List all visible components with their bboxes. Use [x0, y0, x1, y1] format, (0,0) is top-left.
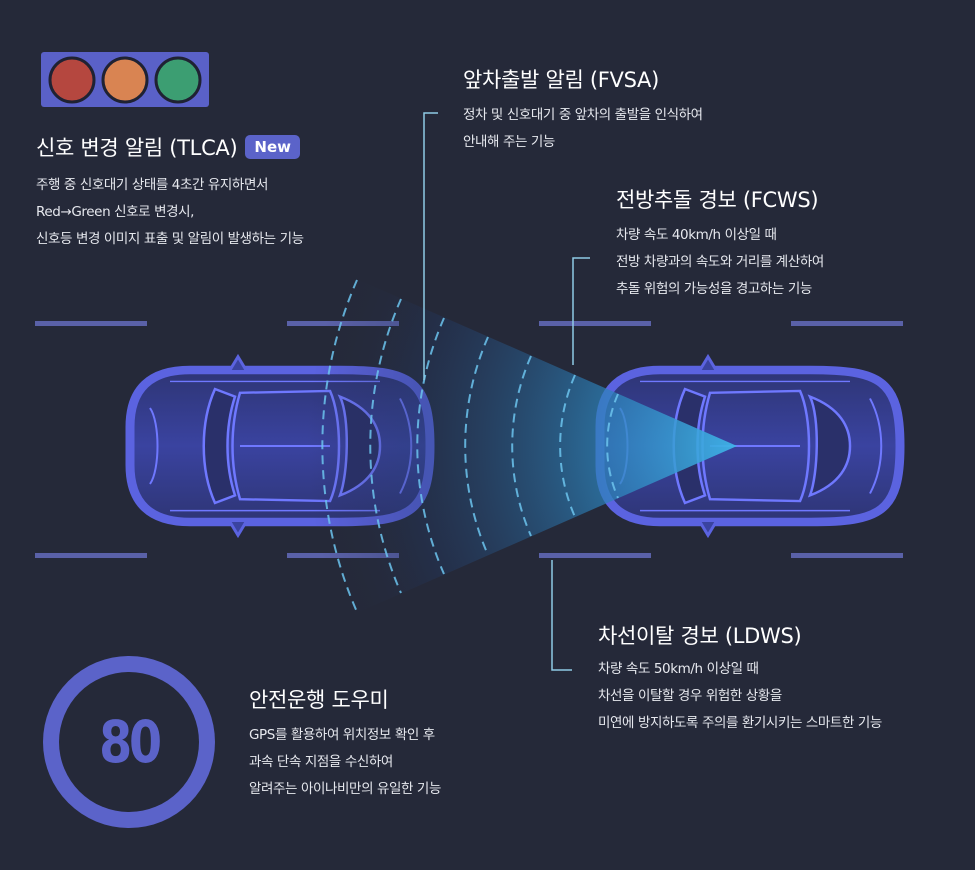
safe-driving-title: 안전운행 도우미 [249, 688, 389, 712]
tlca-title-text: 신호 변경 알림 (TLCA) [36, 136, 238, 160]
safe-driving-description: GPS를 활용하여 위치정보 확인 후 과속 단속 지점을 수신하여 알려주는 … [249, 722, 441, 803]
fvsa-section: 앞차출발 알림 (FVSA) 정차 및 신호대기 중 앞차의 출발을 인식하여 … [463, 64, 703, 156]
traffic-light-icon [41, 52, 209, 107]
safe-line-1: GPS를 활용하여 위치정보 확인 후 [249, 727, 435, 743]
ldws-line-3: 미연에 방지하도록 주의를 환기시키는 스마트한 기능 [598, 715, 882, 731]
sensor-waves [321, 279, 619, 613]
speed-limit-icon [43, 656, 215, 828]
fvsa-description: 정차 및 신호대기 중 앞차의 출발을 인식하여 안내해 주는 기능 [463, 102, 703, 156]
fcws-line-2: 전방 차량과의 속도와 거리를 계산하여 [616, 254, 824, 270]
fcws-section: 전방추돌 경보 (FCWS) 차량 속도 40km/h 이상일 때 전방 차량과… [616, 184, 824, 303]
new-badge: New [245, 135, 300, 159]
callout-lines [423, 112, 590, 671]
fvsa-title: 앞차출발 알림 (FVSA) [463, 68, 659, 92]
ldws-title: 차선이탈 경보 (LDWS) [598, 624, 802, 648]
safe-driving-section: 안전운행 도우미 GPS를 활용하여 위치정보 확인 후 과속 단속 지점을 수… [249, 684, 441, 803]
ldws-line-1: 차량 속도 50km/h 이상일 때 [598, 661, 759, 677]
fvsa-line-1: 정차 및 신호대기 중 앞차의 출발을 인식하여 [463, 107, 703, 123]
fcws-line-1: 차량 속도 40km/h 이상일 때 [616, 227, 777, 243]
ldws-description: 차량 속도 50km/h 이상일 때 차선을 이탈할 경우 위험한 상황을 미연… [598, 656, 882, 737]
tlca-section: 신호 변경 알림 (TLCA) New 주행 중 신호대기 상태를 4초간 유지하… [36, 132, 304, 253]
tlca-line-2: Red→Green 신호로 변경시, [36, 204, 195, 220]
speed-limit-value: 80 [99, 708, 162, 776]
tlca-line-3: 신호등 변경 이미지 표출 및 알림이 발생하는 기능 [36, 231, 304, 247]
fvsa-line-2: 안내해 주는 기능 [463, 134, 555, 150]
fcws-line-3: 추돌 위험의 가능성을 경고하는 기능 [616, 281, 812, 297]
fcws-description: 차량 속도 40km/h 이상일 때 전방 차량과의 속도와 거리를 계산하여 … [616, 222, 824, 303]
ldws-section: 차선이탈 경보 (LDWS) 차량 속도 50km/h 이상일 때 차선을 이탈… [598, 620, 882, 737]
tlca-line-1: 주행 중 신호대기 상태를 4초간 유지하면서 [36, 177, 268, 193]
safe-line-3: 알려주는 아이나비만의 유일한 기능 [249, 781, 441, 797]
safe-line-2: 과속 단속 지점을 수신하여 [249, 754, 393, 770]
sensor-beam [279, 262, 737, 630]
fcws-title: 전방추돌 경보 (FCWS) [616, 188, 819, 212]
ldws-line-2: 차선을 이탈할 경우 위험한 상황을 [598, 688, 782, 704]
tlca-description: 주행 중 신호대기 상태를 4초간 유지하면서 Red→Green 신호로 변경… [36, 172, 304, 253]
tlca-title: 신호 변경 알림 (TLCA) New [36, 132, 304, 162]
